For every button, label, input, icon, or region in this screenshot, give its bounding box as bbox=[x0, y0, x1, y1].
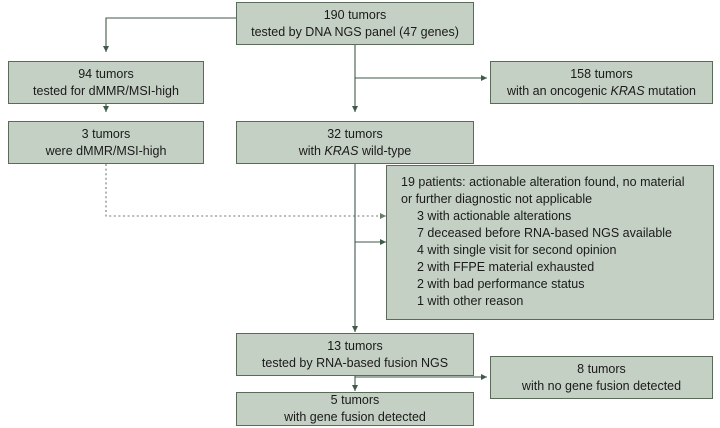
node-fusion-detected[interactable]: 5 tumors with gene fusion detected bbox=[236, 392, 474, 426]
node-cohort-line2: tested by DNA NGS panel (47 genes) bbox=[251, 24, 459, 41]
node-fusion-tested-line1: 13 tumors bbox=[327, 338, 383, 353]
node-excluded-reason-3: 2 with FFPE material exhausted bbox=[417, 260, 595, 274]
node-excluded-reason-2: 4 with single visit for second opinion bbox=[417, 243, 617, 257]
node-mmr-high-line2: were dMMR/MSI-high bbox=[45, 143, 167, 158]
node-cohort[interactable]: 190 tumors tested by DNA NGS panel (47 g… bbox=[236, 2, 474, 45]
node-excluded-reason-0: 3 with actionable alterations bbox=[417, 209, 572, 223]
node-mmr-tested[interactable]: 94 tumors tested for dMMR/MSI-high bbox=[8, 61, 204, 104]
node-mmr-tested-line2: tested for dMMR/MSI-high bbox=[33, 83, 179, 98]
node-kras-mutated-post: mutation bbox=[644, 83, 696, 98]
node-kras-wildtype-line1: 32 tumors bbox=[327, 126, 383, 141]
node-no-fusion-line1: 8 tumors bbox=[577, 361, 626, 376]
node-kras-wildtype-line2: with KRAS wild-type bbox=[299, 143, 412, 160]
edge-cohort-to-mmr-tested bbox=[103, 17, 236, 52]
node-cohort-line1: 190 tumors bbox=[323, 7, 387, 22]
node-kras-mutated-line1: 158 tumors bbox=[570, 66, 633, 81]
node-excluded-heading1: 19 patients: actionable alteration found… bbox=[401, 175, 685, 189]
node-excluded-heading2: or further diagnostic not applicable bbox=[401, 192, 593, 206]
node-fusion-tested[interactable]: 13 tumors tested by RNA-based fusion NGS bbox=[236, 333, 474, 376]
node-kras-wildtype-pre: with bbox=[298, 143, 325, 158]
node-kras-wildtype[interactable]: 32 tumors with KRAS wild-type bbox=[236, 121, 474, 164]
node-excluded-reason-4: 2 with bad performance status bbox=[417, 277, 585, 291]
node-no-fusion[interactable]: 8 tumors with no gene fusion detected bbox=[490, 356, 713, 399]
node-kras-mutated-line2: with an oncogenic KRAS mutation bbox=[507, 83, 696, 100]
node-mmr-high-line1: 3 tumors bbox=[81, 126, 131, 141]
node-excluded-reason-1: 7 deceased before RNA-based NGS availabl… bbox=[417, 226, 673, 240]
node-kras-mutated-pre: with an oncogenic bbox=[506, 83, 611, 98]
node-fusion-detected-line2: with gene fusion detected bbox=[284, 410, 426, 424]
node-fusion-tested-line2: tested by RNA-based fusion NGS bbox=[261, 355, 449, 370]
node-no-fusion-line2: with no gene fusion detected bbox=[521, 378, 682, 393]
node-cohort-line2-text: tested by DNA NGS panel (47 genes) bbox=[251, 24, 459, 39]
node-kras-mutated[interactable]: 158 tumors with an oncogenic KRAS mutati… bbox=[490, 61, 713, 104]
node-excluded-patients[interactable]: 19 patients: actionable alteration found… bbox=[386, 165, 714, 320]
node-mmr-high[interactable]: 3 tumors were dMMR/MSI-high bbox=[8, 121, 204, 164]
node-kras-wildtype-post: wild-type bbox=[358, 143, 412, 158]
edge-mmr-high-to-excluded-dotted bbox=[105, 164, 386, 219]
node-kras-wildtype-gene: KRAS bbox=[324, 143, 359, 158]
node-mmr-tested-line1: 94 tumors bbox=[78, 66, 134, 81]
node-excluded-reason-5: 1 with other reason bbox=[417, 294, 524, 308]
node-fusion-detected-line1: 5 tumors bbox=[330, 393, 380, 407]
node-kras-mutated-gene: KRAS bbox=[610, 83, 645, 98]
